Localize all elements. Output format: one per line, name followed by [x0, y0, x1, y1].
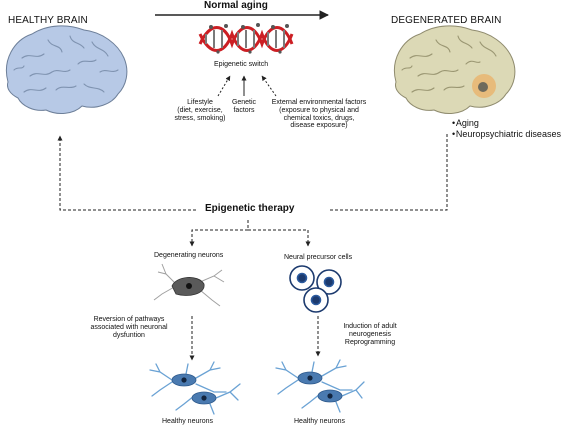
lesion-core	[478, 82, 488, 92]
factor-genetic: Genetic factors	[224, 99, 264, 115]
factor-arrows	[217, 75, 277, 97]
factor-genetic-line-2: factors	[233, 106, 255, 114]
reversion-line-3: dysfuntion	[113, 331, 145, 339]
healthy-neurons-left	[149, 361, 241, 415]
healthy-brain-title: HEALTHY BRAIN	[8, 15, 88, 26]
factor-lifestyle-line-2: (diet, exercise,	[177, 106, 223, 114]
neurogenesis-line-1: Induction of adult	[343, 323, 397, 330]
factor-lifestyle-line-1: Lifestyle	[187, 99, 213, 106]
neurogenesis-line-2: neurogenesis	[348, 330, 392, 338]
degenerating-neurons-label: Degenerating neurons	[154, 252, 224, 259]
factor-environmental-line-1: External environmental factors	[271, 99, 367, 106]
cause-item: • Aging	[452, 118, 479, 128]
healthy-neurons-label-left: Healthy neurons	[162, 418, 213, 425]
factor-environmental-line-3: chemical toxics, drugs,	[283, 114, 355, 122]
cause-neuropsychiatric: Neuropsychiatric diseases	[455, 129, 561, 140]
neurogenesis-line-3: Reprogramming	[344, 338, 396, 346]
reversion-line-2: associated with neuronal	[90, 323, 168, 331]
neural-precursor-cells	[289, 265, 342, 313]
dna-helix-icon	[198, 23, 294, 54]
factor-environmental-line-4: disease exposure)	[290, 122, 348, 130]
factor-lifestyle-line-3: stress, smoking)	[174, 114, 226, 122]
epigenetic-therapy-label: Epigenetic therapy	[205, 203, 295, 214]
epigenetic-switch-label: Epigenetic switch	[214, 61, 269, 68]
healthy-neurons-right	[275, 359, 365, 413]
factor-environmental: External environmental factors (exposure…	[256, 99, 382, 130]
cause-aging: Aging	[455, 118, 479, 128]
normal-aging-label: Normal aging	[204, 0, 268, 11]
therapy-connectors	[57, 134, 448, 361]
healthy-neurons-label-right: Healthy neurons	[294, 418, 345, 425]
neurogenesis-text: Induction of adult neurogenesis Reprogra…	[334, 323, 406, 346]
factor-genetic-line-1: Genetic	[231, 99, 257, 106]
degenerating-neuron-illustration	[153, 263, 225, 307]
healthy-brain-illustration	[6, 25, 128, 114]
reversion-pathways-text: Reversion of pathways associated with ne…	[84, 316, 174, 339]
reversion-line-1: Reversion of pathways	[93, 316, 165, 323]
degeneration-causes-list: • Aging • Neuropsychiatric diseases	[452, 118, 561, 141]
cause-item: • Neuropsychiatric diseases	[452, 129, 561, 140]
neural-precursor-cells-label: Neural precursor cells	[284, 254, 353, 261]
degenerated-brain-illustration	[394, 25, 516, 114]
factor-lifestyle: Lifestyle (diet, exercise, stress, smoki…	[145, 99, 255, 122]
factor-environmental-line-2: (exposure to physical and	[279, 106, 359, 114]
degenerated-brain-title: DEGENERATED BRAIN	[391, 15, 502, 26]
